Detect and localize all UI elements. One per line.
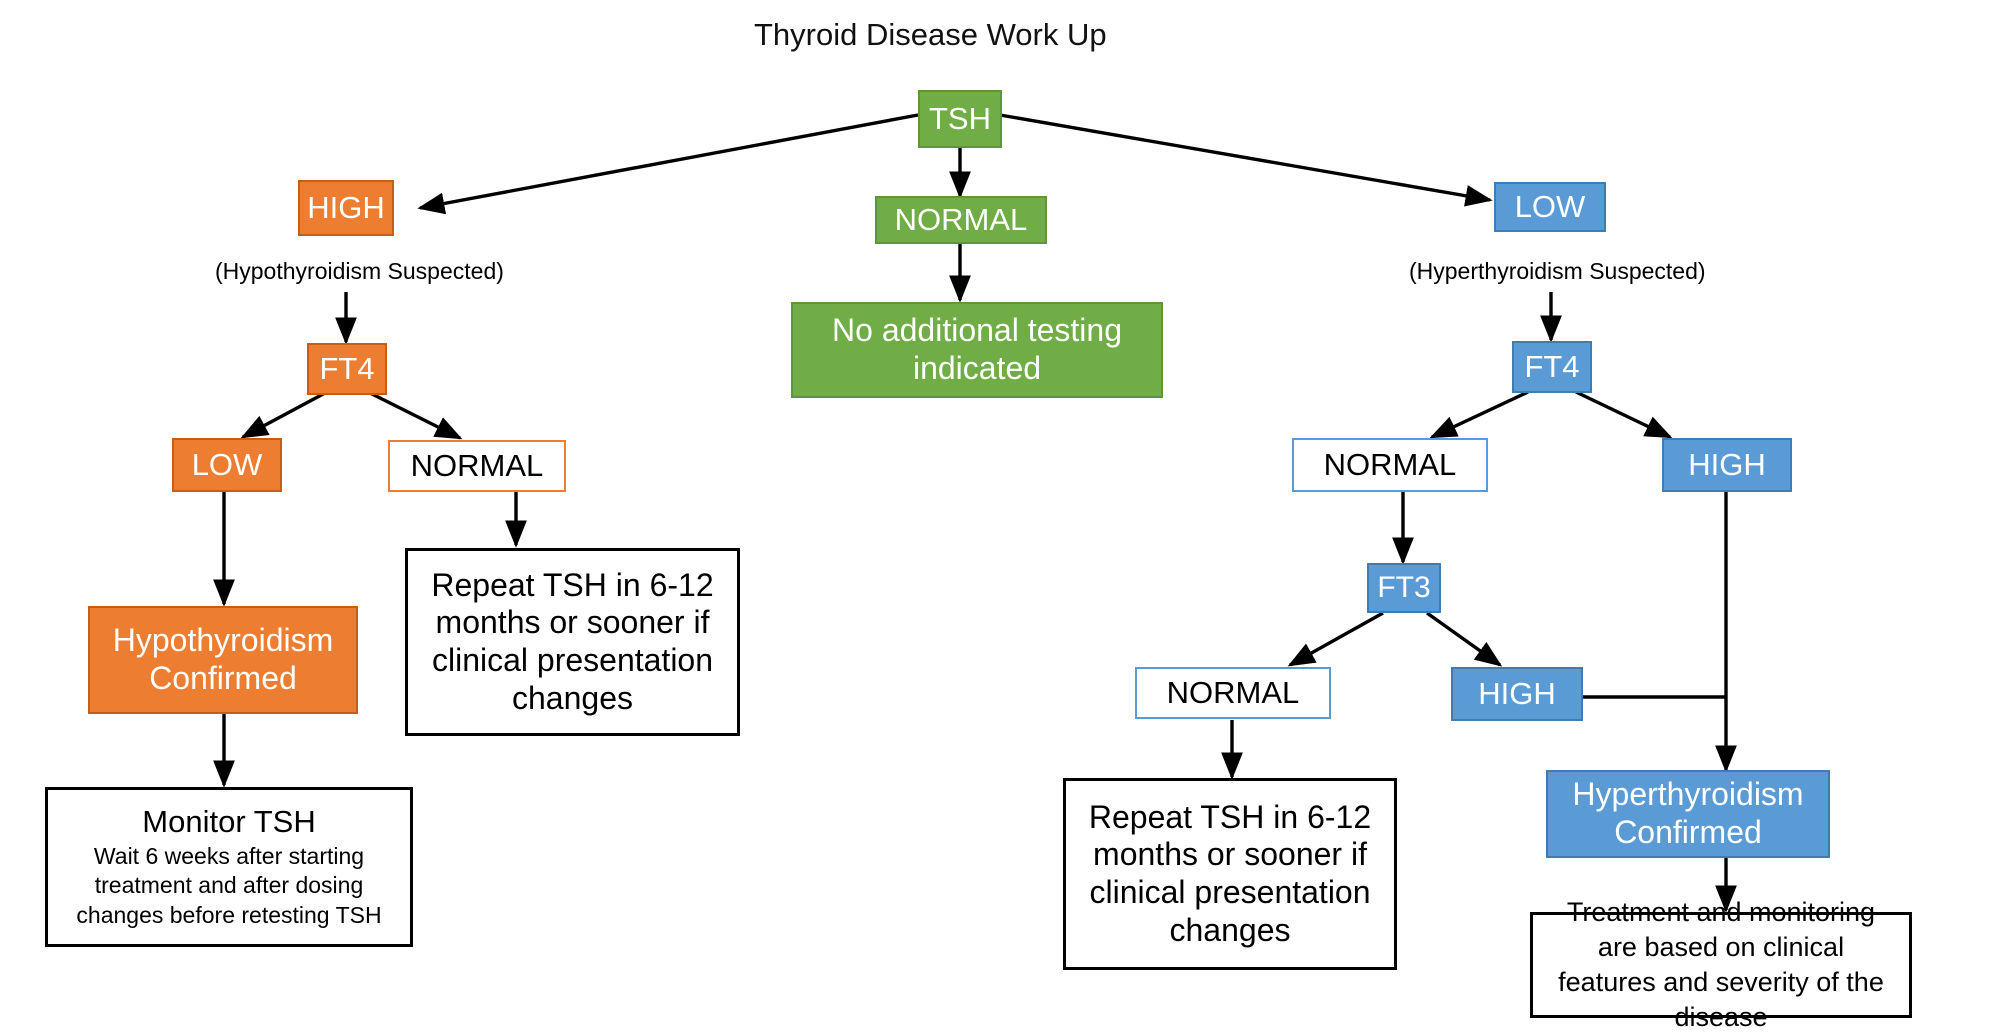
- diagram-title: Thyroid Disease Work Up: [754, 17, 1107, 52]
- node-tsh-normal[interactable]: NORMAL: [875, 196, 1047, 244]
- node-no-additional-testing[interactable]: No additional testing indicated: [791, 302, 1163, 398]
- node-repeat-tsh-right[interactable]: Repeat TSH in 6-12 months or sooner if c…: [1063, 778, 1397, 970]
- node-right-ft4-high[interactable]: HIGH: [1662, 438, 1792, 492]
- node-tsh[interactable]: TSH: [918, 90, 1002, 148]
- node-left-ft4-normal[interactable]: NORMAL: [388, 440, 566, 492]
- note-hypothyroidism-suspected: (Hypothyroidism Suspected): [215, 258, 504, 284]
- node-right-ft3-normal[interactable]: NORMAL: [1135, 667, 1331, 719]
- node-hypothyroidism-confirmed[interactable]: Hypothyroidism Confirmed: [88, 606, 358, 714]
- node-monitor-tsh[interactable]: Monitor TSH Wait 6 weeks after starting …: [45, 787, 413, 947]
- node-repeat-tsh-left[interactable]: Repeat TSH in 6-12 months or sooner if c…: [405, 548, 740, 736]
- node-right-ft4[interactable]: FT4: [1512, 341, 1592, 393]
- node-right-ft4-normal[interactable]: NORMAL: [1292, 438, 1488, 492]
- monitor-tsh-heading: Monitor TSH: [142, 803, 316, 839]
- node-left-ft4[interactable]: FT4: [307, 343, 387, 395]
- node-tsh-high[interactable]: HIGH: [298, 180, 394, 236]
- node-hyperthyroidism-confirmed[interactable]: Hyperthyroidism Confirmed: [1546, 770, 1830, 858]
- node-left-ft4-low[interactable]: LOW: [172, 438, 282, 492]
- node-right-ft3-high[interactable]: HIGH: [1451, 667, 1583, 721]
- note-hyperthyroidism-suspected: (Hyperthyroidism Suspected): [1409, 258, 1706, 284]
- node-treatment-monitoring[interactable]: Treatment and monitoring are based on cl…: [1530, 897, 1912, 1032]
- node-tsh-low[interactable]: LOW: [1494, 182, 1606, 232]
- monitor-tsh-detail: Wait 6 weeks after starting treatment an…: [76, 842, 382, 929]
- node-right-ft3[interactable]: FT3: [1367, 563, 1441, 613]
